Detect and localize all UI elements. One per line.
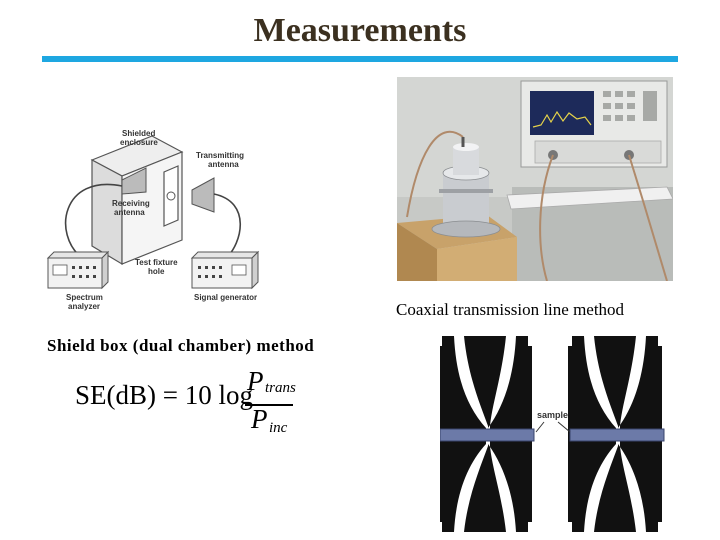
label-spectrum-2: analyzer: [68, 302, 100, 311]
label-tx-2: antenna: [208, 160, 239, 169]
fraction-bar: [245, 404, 293, 406]
label-hole-1: Test fixture: [135, 258, 178, 267]
label-spectrum-1: Spectrum: [66, 293, 103, 302]
label-signal: Signal generator: [194, 293, 257, 302]
shield-box-diagram: Shielded enclosure Transmitting antenna …: [46, 129, 260, 311]
label-enclosure-1: Shielded: [122, 129, 155, 138]
sample-label: sample: [537, 410, 568, 420]
sample-arrow-right: [557, 421, 571, 433]
title-underline: [42, 56, 678, 62]
coaxial-fixture-photo: [397, 77, 673, 281]
label-rx-1: Receiving: [112, 199, 150, 208]
transmitting-antenna: [191, 177, 215, 213]
label-enclosure-2: enclosure: [120, 138, 158, 147]
sample-arrow-left: [535, 421, 545, 433]
formula-numerator-symbol: P: [247, 366, 264, 396]
receiving-antenna: [121, 167, 147, 195]
label-tx-1: Transmitting: [196, 151, 244, 160]
label-hole-2: hole: [148, 267, 165, 276]
signal-generator: [190, 250, 260, 290]
shield-box-method-caption: Shield box (dual chamber) method: [47, 336, 315, 355]
shielding-effectiveness-formula: SE(dB) = 10 log P trans P inc: [75, 366, 315, 446]
spectrum-analyzer: [46, 250, 110, 290]
formula-denominator-sub: inc: [269, 420, 288, 436]
coaxial-method-caption: Coaxial transmission line method: [396, 300, 625, 319]
slide-title: Measurements: [253, 12, 467, 49]
formula-lhs: SE(dB) = 10 log: [75, 380, 253, 410]
formula-numerator-sub: trans: [265, 380, 296, 396]
coaxial-cross-section-diagram: sample: [440, 336, 665, 532]
formula-denominator-symbol: P: [251, 404, 268, 434]
label-rx-2: antenna: [114, 208, 145, 217]
